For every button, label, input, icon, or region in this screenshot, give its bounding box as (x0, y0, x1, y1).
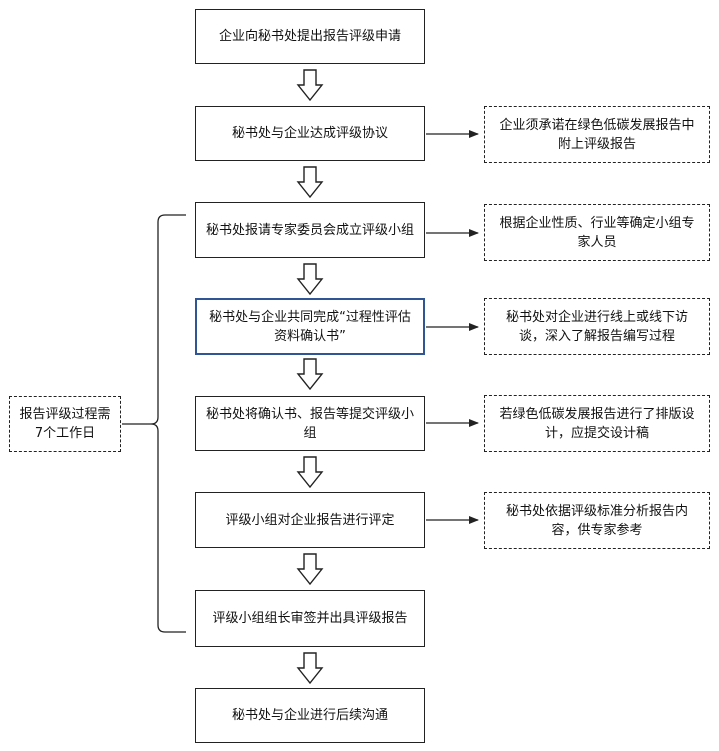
duration-note: 报告评级过程需7个工作日 (9, 396, 121, 452)
step-text: 评级小组组长审签并出具评级报告 (212, 611, 408, 626)
note-1: 企业须承诺在绿色低碳发展报告中附上评级报告 (484, 106, 710, 163)
step-text: 秘书处与企业进行后续沟通 (231, 708, 388, 723)
note-5: 秘书处依据评级标准分析报告内容，供专家参考 (484, 492, 710, 549)
down-arrow-icon (296, 69, 324, 102)
note-text: 若绿色低碳发展报告进行了排版设计，应提交设计稿 (499, 406, 695, 441)
step-text: 秘书处与企业达成评级协议 (231, 126, 388, 141)
step-2: 秘书处与企业达成评级协议 (195, 106, 425, 161)
note-4: 若绿色低碳发展报告进行了排版设计，应提交设计稿 (484, 395, 710, 452)
down-arrow-icon (296, 652, 324, 685)
down-arrow-icon (296, 456, 324, 489)
down-arrow-icon (296, 263, 324, 296)
step-7: 评级小组组长审签并出具评级报告 (195, 590, 425, 647)
note-text: 企业须承诺在绿色低碳发展报告中附上评级报告 (499, 117, 695, 152)
step-text: 评级小组对企业报告进行评定 (225, 512, 395, 528)
step-6: 评级小组对企业报告进行评定 (195, 492, 425, 548)
down-arrow-icon (296, 166, 324, 199)
note-text: 秘书处对企业进行线上或线下访谈，深入了解报告编写过程 (505, 309, 688, 344)
note-2: 根据企业性质、行业等确定小组专家人员 (484, 204, 710, 261)
step-text: 企业向秘书处提出报告评级申请 (218, 29, 401, 44)
left-brace (122, 214, 186, 633)
note-text: 秘书处依据评级标准分析报告内容，供专家参考 (505, 503, 688, 538)
step-text: 秘书处报请专家委员会成立评级小组 (206, 222, 415, 238)
step-text: 秘书处与企业共同完成“过程性评估资料确认书” (209, 309, 411, 344)
down-arrow-icon (296, 358, 324, 391)
note-3: 秘书处对企业进行线上或线下访谈，深入了解报告编写过程 (484, 298, 710, 355)
step-4: 秘书处与企业共同完成“过程性评估资料确认书” (195, 298, 425, 355)
note-text: 根据企业性质、行业等确定小组专家人员 (499, 215, 695, 250)
duration-text: 报告评级过程需7个工作日 (19, 407, 111, 441)
step-5: 秘书处将确认书、报告等提交评级小组 (195, 396, 425, 451)
down-arrow-icon (296, 553, 324, 586)
step-1: 企业向秘书处提出报告评级申请 (195, 9, 425, 64)
step-8: 秘书处与企业进行后续沟通 (195, 688, 425, 743)
step-text: 秘书处将确认书、报告等提交评级小组 (206, 406, 415, 441)
step-3: 秘书处报请专家委员会成立评级小组 (195, 202, 425, 258)
